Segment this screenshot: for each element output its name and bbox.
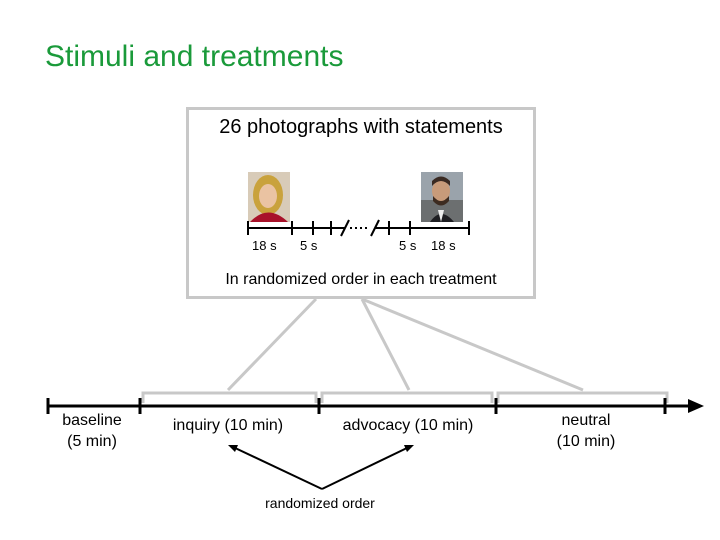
- man-portrait-photo: [421, 172, 463, 222]
- randomized-order-label: randomized order: [230, 495, 410, 511]
- randomization-note: In randomized order in each treatment: [186, 271, 536, 289]
- phase-label: neutral: [536, 410, 636, 431]
- arrowhead-inquiry: [228, 445, 238, 452]
- randomized-order-arrows: [233, 447, 409, 489]
- phase-advocacy: advocacy (10 min): [328, 415, 488, 436]
- phase-label: baseline: [42, 410, 142, 431]
- time-label-5s-second: 5 s: [399, 238, 416, 253]
- phase-baseline: baseline (5 min): [42, 410, 142, 452]
- phase-duration: (5 min): [42, 431, 142, 452]
- woman-portrait-photo: [248, 172, 290, 222]
- stimuli-connectors: [228, 299, 583, 390]
- phase-neutral: neutral (10 min): [536, 410, 636, 452]
- phase-duration: (10 min): [536, 431, 636, 452]
- phase-brackets: [143, 393, 667, 403]
- timeline-arrowhead: [688, 399, 704, 413]
- time-label-18s-first: 18 s: [252, 238, 277, 253]
- time-label-18s-second: 18 s: [431, 238, 456, 253]
- arrowhead-advocacy: [404, 445, 414, 452]
- phase-inquiry: inquiry (10 min): [158, 415, 298, 436]
- stimulus-timeline: [247, 220, 470, 236]
- time-label-5s-first: 5 s: [300, 238, 317, 253]
